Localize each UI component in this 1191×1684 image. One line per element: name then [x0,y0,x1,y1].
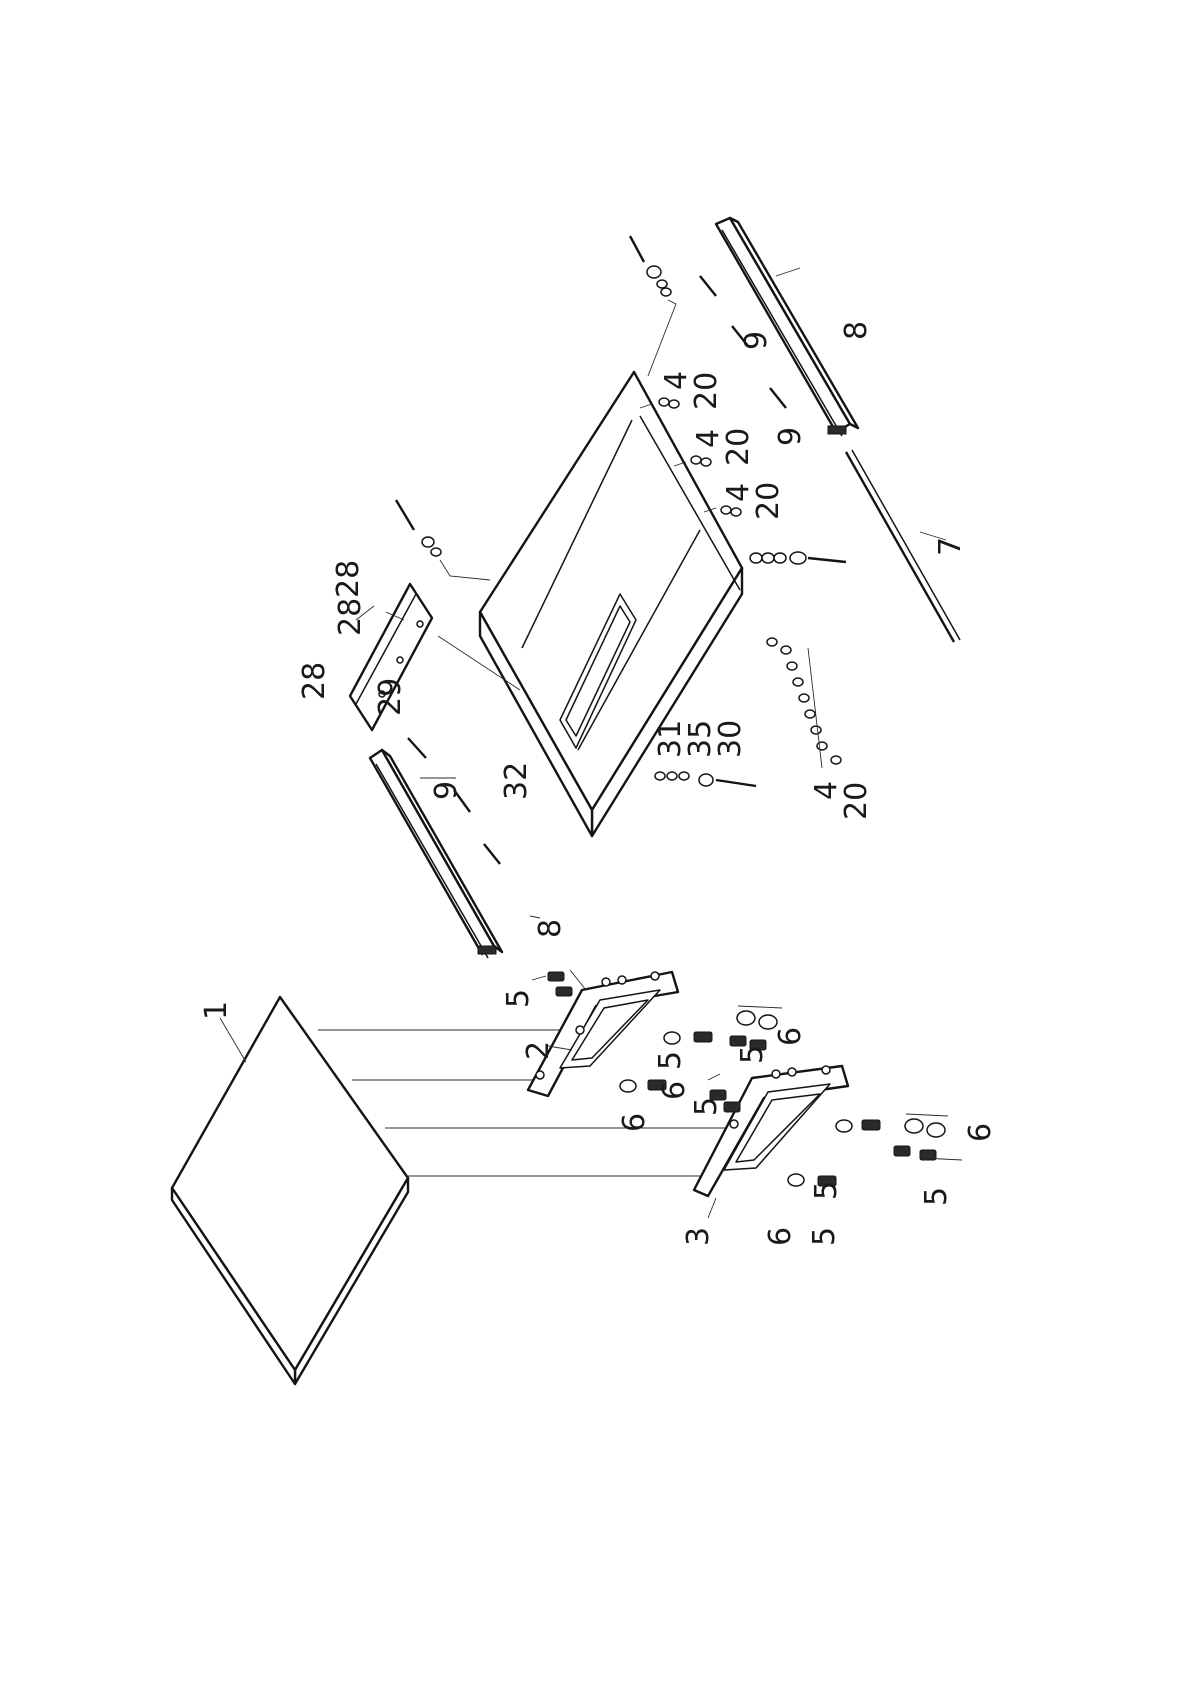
callout-5g: 5 [919,1187,954,1206]
callout-5a: 5 [501,989,536,1008]
callout-5f: 5 [807,1227,842,1246]
callout-9c: 9 [773,427,808,446]
callout-28a: 28 [333,598,368,636]
callout-6a: 6 [617,1113,652,1132]
callout-1: 1 [199,1001,234,1020]
callout-20c: 20 [751,482,786,520]
callout-28b: 28 [297,662,332,700]
callout-8b: 8 [839,321,874,340]
callout-2: 2 [521,1041,556,1060]
callout-5c: 5 [689,1097,724,1116]
callout-32: 32 [499,762,534,800]
callout-9a: 9 [429,781,464,800]
callout-29: 29 [373,678,408,716]
callout-5d: 5 [735,1045,770,1064]
callout-6e: 6 [963,1123,998,1142]
callout-8a: 8 [533,919,568,938]
callout-6d: 6 [763,1227,798,1246]
callout-20b: 20 [721,428,756,466]
callout-9b: 9 [739,331,774,350]
callout-3: 3 [681,1227,716,1246]
callout-6b: 6 [657,1081,692,1100]
callout-35: 35 [683,720,718,758]
part-8-rail-right [716,218,858,436]
callout-5e: 5 [809,1181,844,1200]
callout-6c: 6 [773,1027,808,1046]
part-1-table-top [172,997,408,1384]
callout-7: 7 [933,537,968,556]
callout-20d: 20 [839,782,874,820]
callout-28c: 28 [331,560,366,598]
callout-20a: 20 [689,372,724,410]
callout-30: 30 [713,720,748,758]
part-2-bracket [528,972,678,1096]
callout-5b: 5 [653,1051,688,1070]
